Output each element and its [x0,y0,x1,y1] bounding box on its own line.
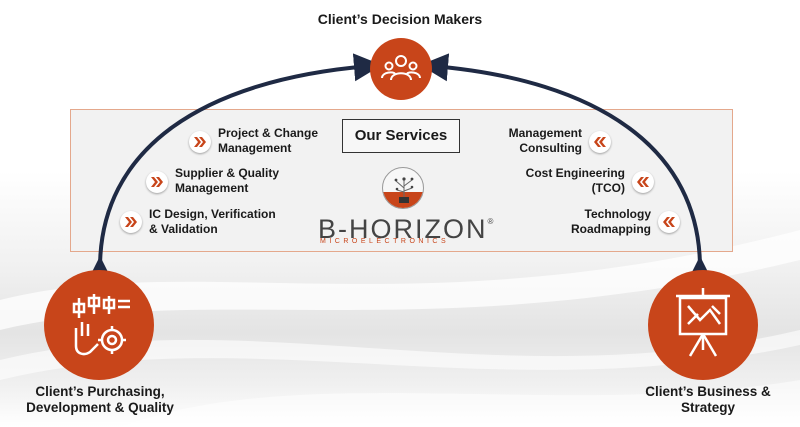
service-chevron-left-icon [589,131,611,153]
our-services-title: Our Services [342,119,460,153]
service-chevron-left-icon [632,171,654,193]
service-supplier-quality: Supplier & Quality Management [175,166,279,196]
service-line: Management [218,141,292,155]
brand-tagline: MICROELECTRONICS [320,238,450,245]
service-chevron-right-icon [120,211,142,233]
business-strategy-node [648,270,758,380]
arrow-left-to-top [85,53,382,285]
brand-name: B-HORIZON® [318,214,498,245]
presentation-board-icon [676,288,730,357]
service-line: Roadmapping [571,222,651,236]
b-horizon-logo [382,167,424,209]
decision-makers-label: Client’s Decision Makers [317,11,483,27]
service-management-consulting: Management Consulting [470,126,582,156]
service-chevron-right-icon [189,131,211,153]
business-strategy-label-line2: Strategy [680,400,736,415]
service-chevron-right-icon [146,171,168,193]
purchasing-label-line1: Client’s Purchasing, [35,384,165,399]
service-technology-roadmapping: Technology Roadmapping [540,207,651,237]
business-strategy-label: Client’s Business & Strategy [618,384,798,416]
service-line: Project & Change [218,126,319,140]
service-line: & Validation [149,222,218,236]
business-strategy-label-line1: Client’s Business & [645,384,771,399]
service-ic-design: IC Design, Verification & Validation [149,207,276,237]
service-line: Management [175,181,249,195]
purchasing-label-line2: Development & Quality [26,400,174,415]
service-line: (TCO) [591,181,625,195]
service-line: Management [508,126,582,140]
service-project-change: Project & Change Management [218,126,318,156]
purchasing-node [44,270,154,380]
team-icon [381,55,421,81]
service-chevron-left-icon [658,211,680,233]
service-line: Cost Engineering [525,166,625,180]
service-line: Technology [584,207,651,221]
service-line: IC Design, Verification [149,207,276,221]
service-line: Supplier & Quality [175,166,280,180]
decision-makers-node [370,38,432,100]
process-gear-icon [72,294,130,356]
service-line: Consulting [519,141,582,155]
purchasing-label: Client’s Purchasing, Development & Quali… [10,384,190,416]
service-cost-engineering: Cost Engineering (TCO) [505,166,625,196]
registered-mark: ® [487,217,496,226]
brand-wordmark: B-HORIZON [318,214,488,244]
arrow-right-to-top [420,53,715,285]
